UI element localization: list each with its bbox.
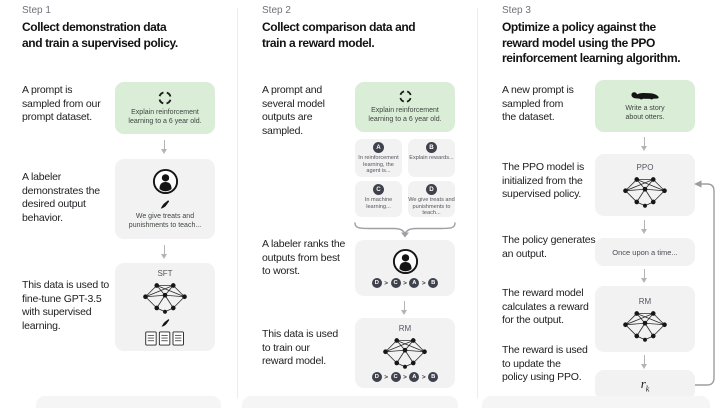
cycle-icon (157, 90, 173, 106)
column-divider (477, 8, 478, 398)
step-label: Step 3 (502, 5, 531, 16)
peek-card (36, 396, 221, 408)
arrow-down-icon (640, 220, 647, 234)
ranking: D > C > A > B (371, 278, 439, 288)
output-letter-badge: A (373, 142, 384, 153)
output-text: In machine learning... (364, 197, 393, 210)
output-letter-badge: D (426, 184, 437, 195)
step-2-column: Step 2 Collect comparison data and train… (240, 0, 480, 407)
brace-icon (354, 222, 456, 238)
rank-badge: A (409, 278, 420, 288)
column-divider (237, 8, 238, 398)
labeler-ranking-box: D > C > A > B (355, 240, 455, 296)
arrow-down-icon (160, 245, 167, 259)
step-label: Step 1 (22, 5, 51, 16)
annotation-finetune-gpt: This data is used to fine-tune GPT-3.5 w… (22, 279, 110, 332)
loop-arrow-icon (694, 180, 715, 386)
peek-card (482, 396, 710, 408)
otter-icon (630, 90, 660, 102)
policy-output-text: Once upon a time... (612, 247, 678, 257)
arrow-down-icon (640, 269, 647, 283)
rank-badge: B (428, 372, 439, 382)
peek-card (242, 396, 458, 408)
prompt-text: Explain reinforcement learning to a 6 ye… (368, 107, 442, 123)
output-c-box: C In machine learning... (355, 181, 402, 217)
network-icon (622, 175, 668, 208)
rank-separator: > (403, 279, 407, 287)
arrow-down-icon (640, 355, 647, 369)
reward-model-box: RM (595, 286, 695, 352)
step-1-column: Step 1 Collect demonstration data and tr… (0, 0, 240, 407)
arrow-down-icon (640, 137, 647, 151)
prompt-text: Explain reinforcement learning to a 6 ye… (128, 108, 202, 125)
policy-output-box: Once upon a time... (595, 238, 695, 266)
reward-model-box: RM D > C > A > B (355, 318, 455, 388)
step-label: Step 2 (262, 5, 291, 16)
reward-value-box: rk (595, 370, 695, 400)
rank-separator: > (403, 373, 407, 381)
step-heading: Optimize a policy against the reward mod… (502, 20, 681, 65)
annotation-labeler-demonstrates: A labeler demonstrates the desired outpu… (22, 171, 100, 224)
annotation-prompt-outputs: A prompt and several model outputs are s… (262, 84, 325, 137)
ppo-box: PPO (595, 154, 695, 216)
output-letter-badge: C (373, 184, 384, 195)
ppo-label: PPO (636, 162, 654, 172)
demonstration-box: We give treats and punishments to teach.… (115, 159, 215, 239)
arrow-down-icon (160, 140, 167, 154)
step-heading: Collect demonstration data and train a s… (22, 20, 178, 50)
sft-box: SFT (115, 263, 215, 351)
prompt-box: Explain reinforcement learning to a 6 ye… (115, 82, 215, 134)
demonstration-text: We give treats and punishments to teach.… (128, 212, 202, 229)
output-a-box: A In reinforcement learning, the agent i… (355, 139, 402, 177)
rank-badge: C (390, 372, 401, 382)
network-icon (622, 309, 668, 342)
rank-separator: > (384, 279, 389, 287)
prompt-text: Write a story about otters. (625, 104, 665, 121)
output-letter-badge: B (426, 142, 437, 153)
rank-badge: A (409, 372, 420, 382)
annotation-policy-output: The policy generates an output. (502, 234, 596, 260)
prompt-box: Write a story about otters. (595, 80, 695, 132)
rank-badge: B (428, 278, 439, 288)
output-text: Explain rewards... (409, 155, 454, 161)
step-heading: Collect comparison data and train a rewa… (262, 20, 416, 50)
annotation-labeler-ranks: A labeler ranks the outputs from best to… (262, 238, 346, 277)
annotation-update-policy: The reward is used to update the policy … (502, 344, 588, 383)
rank-badge: D (371, 278, 382, 288)
prompt-box: Explain reinforcement learning to a 6 ye… (355, 82, 455, 132)
output-b-box: B Explain rewards... (408, 139, 455, 177)
rm-label: RM (398, 324, 412, 333)
output-d-box: D We give treats and punishments to teac… (408, 181, 455, 217)
cycle-icon (398, 89, 413, 104)
output-text: We give treats and punishments to teach.… (408, 197, 455, 217)
output-text: In reinforcement learning, the agent is.… (358, 155, 399, 175)
rank-separator: > (421, 373, 426, 381)
step-3-column: Step 3 Optimize a policy against the rew… (480, 0, 720, 407)
arrow-down-icon (400, 301, 407, 315)
ranking: D > C > A > B (371, 372, 439, 382)
annotation-train-reward-model: This data is used to train our reward mo… (262, 328, 338, 367)
labeler-icon (152, 168, 179, 195)
rm-label: RM (638, 296, 652, 306)
labeler-icon (392, 248, 419, 275)
pen-icon (159, 198, 171, 210)
annotation-rm-reward: The reward model calculates a reward for… (502, 287, 589, 326)
rank-separator: > (384, 373, 389, 381)
rank-separator: > (421, 279, 426, 287)
rank-badge: D (371, 372, 382, 382)
sft-label: SFT (157, 268, 173, 278)
network-icon (382, 336, 428, 369)
annotation-ppo-initialized: The PPO model is initialized from the su… (502, 161, 584, 200)
reward-value: rk (640, 376, 650, 394)
pen-icon (160, 317, 171, 328)
annotation-new-prompt: A new prompt is sampled from the dataset… (502, 84, 574, 123)
rank-badge: C (390, 278, 401, 288)
documents-icon (145, 331, 185, 346)
annotation-prompt-sampled: A prompt is sampled from our prompt data… (22, 84, 101, 123)
network-icon (142, 281, 188, 314)
